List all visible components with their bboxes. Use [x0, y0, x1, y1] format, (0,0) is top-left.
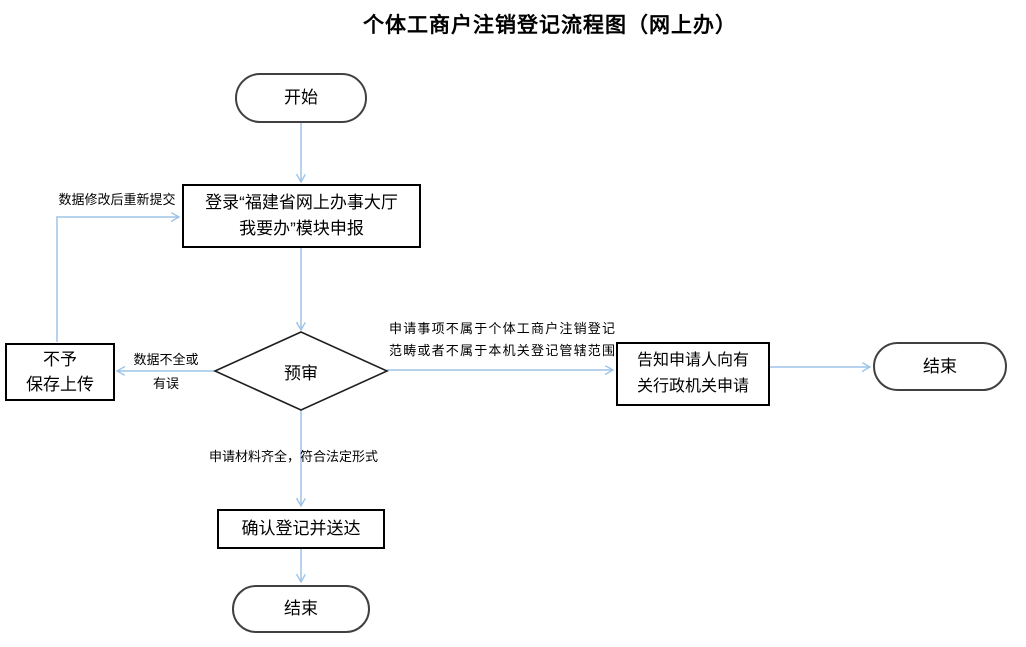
login-process-node: 登录“福建省网上办事大厅 我要办”模块申报	[182, 184, 421, 248]
reject-label-line1: 不予	[43, 350, 77, 369]
edge-label-out-of-scope-line1: 申请事项不属于个体工商户注销登记	[389, 321, 617, 336]
edge-label-out-of-scope-line2: 范畴或者不属于本机关登记管辖范围	[389, 343, 617, 358]
decision-diamond-shape	[213, 331, 389, 411]
start-node: 开始	[235, 73, 367, 123]
confirm-node: 确认登记并送达	[217, 509, 385, 549]
notify-label-line1: 告知申请人向有	[636, 352, 749, 369]
end-right-node: 结束	[873, 342, 1007, 391]
edge-label-incomplete-line2: 有误	[152, 376, 179, 391]
notify-label-line2: 关行政机关申请	[636, 378, 749, 395]
end-bottom-node: 结束	[232, 585, 370, 633]
start-label: 开始	[284, 88, 318, 107]
reject-label-line2: 保存上传	[26, 375, 94, 394]
edge-reject-to-login	[56, 217, 179, 342]
notify-node: 告知申请人向有 关行政机关申请	[616, 342, 770, 406]
edge-label-complete: 申请材料齐全，符合法定形式	[209, 449, 379, 464]
edge-label-incomplete-line1: 数据不全或	[133, 352, 199, 367]
edge-label-resubmit: 数据修改后重新提交	[58, 192, 176, 207]
confirm-label: 确认登记并送达	[241, 519, 361, 538]
login-label-line1: 登录“福建省网上办事大厅	[205, 193, 398, 212]
end-right-label: 结束	[923, 356, 957, 376]
review-label: 预审	[284, 363, 318, 383]
end-bottom-label: 结束	[284, 599, 318, 618]
review-decision-node: 预审	[215, 332, 387, 410]
reject-node: 不予 保存上传	[5, 343, 115, 401]
flowchart-title: 个体工商户注销登记流程图（网上办）	[363, 14, 737, 37]
login-label-line2: 我要办”模块申报	[239, 219, 364, 238]
